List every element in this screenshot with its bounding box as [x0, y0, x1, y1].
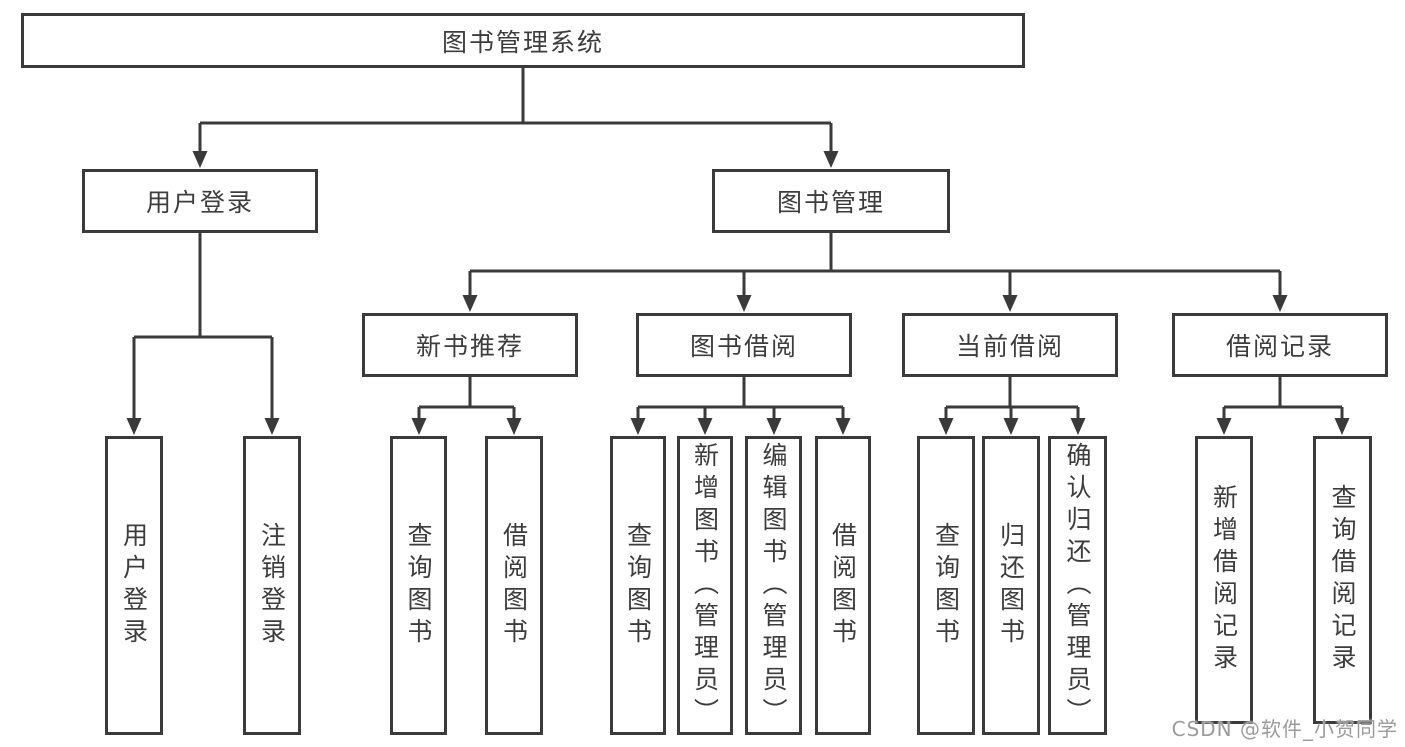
node-label: 借阅记录 — [1225, 332, 1334, 361]
node-book-borrowing: 图书借阅 — [636, 313, 852, 377]
node-book-management: 图书管理 — [712, 169, 950, 233]
leaf-label: 查询图书 — [931, 521, 961, 650]
node-root-library-system: 图书管理系统 — [21, 13, 1025, 68]
node-current-borrowing: 当前借阅 — [902, 313, 1118, 377]
leaf-label: 注销登录 — [257, 521, 287, 650]
leaf-label: 借阅图书 — [499, 521, 529, 650]
leaf-borrowing-add-book-admin: 新增图书（管理员） — [677, 436, 733, 735]
leaf-user-login: 用户登录 — [105, 436, 163, 735]
leaf-label: 编辑图书（管理员） — [759, 441, 788, 730]
leaf-label: 查询图书 — [623, 521, 653, 650]
node-user-login: 用户登录 — [82, 169, 318, 233]
leaf-records-add-record: 新增借阅记录 — [1195, 436, 1253, 724]
node-new-book-recommendation: 新书推荐 — [362, 313, 578, 377]
leaf-borrowing-query-books: 查询图书 — [610, 436, 666, 735]
node-label: 新书推荐 — [415, 332, 524, 361]
leaf-label: 借阅图书 — [828, 521, 858, 650]
leaf-label: 新增图书（管理员） — [690, 441, 720, 730]
leaf-label: 查询图书 — [404, 521, 433, 650]
node-label: 图书管理系统 — [441, 27, 604, 57]
leaf-borrowing-edit-book-admin: 编辑图书（管理员） — [745, 436, 802, 735]
node-label: 图书管理 — [776, 188, 885, 217]
leaf-label: 确认归还（管理员） — [1063, 441, 1092, 730]
leaf-label: 查询借阅记录 — [1328, 484, 1357, 676]
leaf-label: 用户登录 — [119, 521, 149, 650]
leaf-recommend-query-books: 查询图书 — [390, 436, 447, 735]
arrowhead-icons — [126, 151, 1350, 435]
node-label: 图书借阅 — [689, 332, 798, 361]
node-label: 用户登录 — [145, 188, 254, 217]
leaf-logout: 注销登录 — [243, 436, 301, 735]
node-label: 当前借阅 — [955, 332, 1064, 361]
leaf-records-query-record: 查询借阅记录 — [1313, 436, 1372, 724]
node-borrowing-records: 借阅记录 — [1172, 313, 1388, 377]
leaf-borrowing-borrow-books: 借阅图书 — [815, 436, 871, 735]
leaf-current-return-books: 归还图书 — [982, 436, 1040, 735]
leaf-current-query-books: 查询图书 — [917, 436, 975, 735]
leaf-current-confirm-return-admin: 确认归还（管理员） — [1048, 436, 1107, 735]
leaf-label: 归还图书 — [996, 521, 1026, 650]
csdn-watermark: CSDN @软件_小贺同学 — [1171, 717, 1398, 741]
leaf-recommend-borrow-books: 借阅图书 — [485, 436, 543, 735]
leaf-label: 新增借阅记录 — [1209, 484, 1239, 676]
